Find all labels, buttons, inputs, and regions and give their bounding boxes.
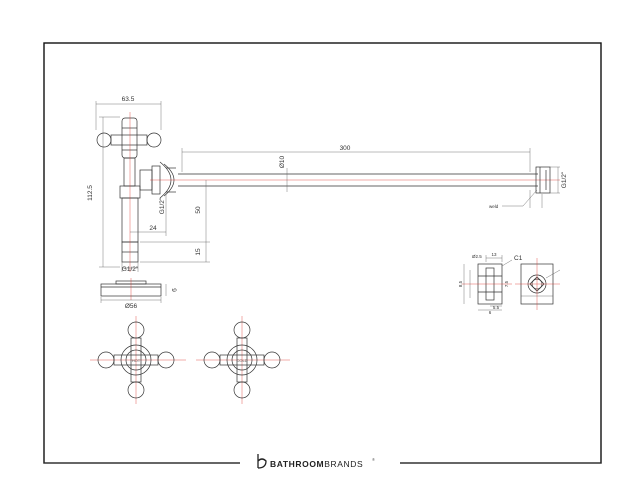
- hot-handle-plan: HOT: [90, 316, 186, 404]
- dim-thread-bottom: G1/2": [122, 266, 139, 273]
- dim-flange-diameter: Ø56: [125, 303, 138, 310]
- dim-offset-24: 24: [149, 225, 157, 232]
- detail-dim-f: 6: [489, 310, 492, 315]
- chamfer-label: C1: [514, 255, 523, 262]
- hot-label: HOT: [132, 358, 141, 363]
- cold-label: COLD: [236, 358, 247, 363]
- brand-logo: BATHROOMBRANDS ®: [44, 454, 601, 470]
- dim-arm-length: 300: [340, 145, 351, 152]
- detail-dim-c: 8.5: [458, 280, 463, 287]
- dim-flange-height: 9: [170, 288, 177, 292]
- brand-name-bold: BATHROOM: [270, 459, 324, 469]
- elevation-view: 63.5 112.5: [87, 96, 568, 273]
- detail-dim-d: 7.5: [504, 280, 509, 287]
- end-fitting-detail: Ø2.5 13 8.5 7.5 5.5 6 C1: [458, 252, 561, 315]
- detail-dim-a: Ø2.5: [472, 254, 482, 259]
- bathroombrands-b-icon: [257, 454, 267, 469]
- detail-dim-e: 5.5: [493, 305, 500, 310]
- dim-thread-right: G1/2": [561, 171, 568, 188]
- dim-vertical-50: 50: [195, 206, 202, 214]
- cold-handle-plan: COLD: [196, 316, 290, 404]
- trademark-symbol: ®: [372, 457, 375, 462]
- dim-arm-diameter: Ø10: [279, 155, 286, 168]
- dim-height-total: 112.5: [87, 185, 94, 201]
- dim-width-top: 63.5: [122, 96, 135, 103]
- flange-view: Ø56 9: [100, 278, 177, 310]
- dim-bottom-15: 15: [195, 248, 202, 256]
- brand-name-light: BRANDS: [324, 459, 363, 469]
- weld-label: weld: [489, 204, 499, 209]
- drawing-frame: [43, 42, 602, 464]
- svg-text:BATHROOMBRANDS: BATHROOMBRANDS: [270, 459, 363, 469]
- dim-thread-side: G1/2": [159, 197, 166, 214]
- detail-dim-b: 13: [491, 252, 497, 257]
